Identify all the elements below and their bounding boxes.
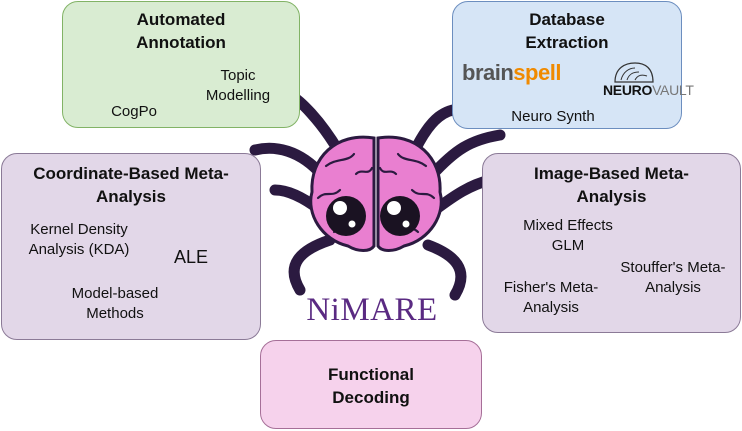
brainspell-logo-spell: spell <box>513 60 561 85</box>
cogpo-label: CogPo <box>111 103 157 120</box>
leg-right-bottom <box>422 239 467 301</box>
image-based-title: Image-Based Meta-Analysis <box>534 164 689 206</box>
automated-annotation-box: Automated Annotation Topic Modelling Cog… <box>62 1 300 128</box>
leg-left-bottom <box>288 234 336 296</box>
functional-decoding-box: Functional Decoding <box>260 340 482 429</box>
functional-decoding-title: Functional Decoding <box>328 365 414 407</box>
nimare-logo-text: NiMARE <box>306 292 438 328</box>
topic-modelling-label: Topic Modelling <box>205 67 271 104</box>
model-based-label: Model-based Methods <box>71 285 159 322</box>
automated-annotation-title: Automated Annotation <box>136 10 226 52</box>
database-extraction-title: Database Extraction <box>525 10 609 52</box>
neurosynth-label: Neuro Synth <box>511 108 595 125</box>
fisher-label: Fisher's Meta-Analysis <box>503 279 599 316</box>
neurovault-logo: NEUROVAULT <box>603 82 694 98</box>
leg-right-mid-upper <box>426 129 506 181</box>
neurovault-brain-icon <box>614 62 654 83</box>
coordinate-based-box: Coordinate-Based Meta-Analysis Kernel De… <box>1 153 261 340</box>
mixed-effects-label: Mixed Effects GLM <box>523 217 613 254</box>
nimare-brain-icon <box>309 135 443 252</box>
brainspell-logo-brain: brain <box>462 60 514 85</box>
neurovault-logo-vault: VAULT <box>652 82 694 98</box>
database-extraction-box: Database Extraction brainspell NEUROVAUL… <box>452 1 694 129</box>
image-based-box: Image-Based Meta-Analysis Mixed Effects … <box>482 153 741 333</box>
neurovault-logo-neuro: NEURO <box>603 82 653 98</box>
kda-label: Kernel Density Analysis (KDA) <box>28 221 130 258</box>
brainspell-logo: brainspell <box>462 60 561 86</box>
coordinate-based-title: Coordinate-Based Meta-Analysis <box>33 164 229 206</box>
stouffer-label: Stouffer's Meta-Analysis <box>620 259 726 296</box>
ale-label: ALE <box>174 247 209 267</box>
